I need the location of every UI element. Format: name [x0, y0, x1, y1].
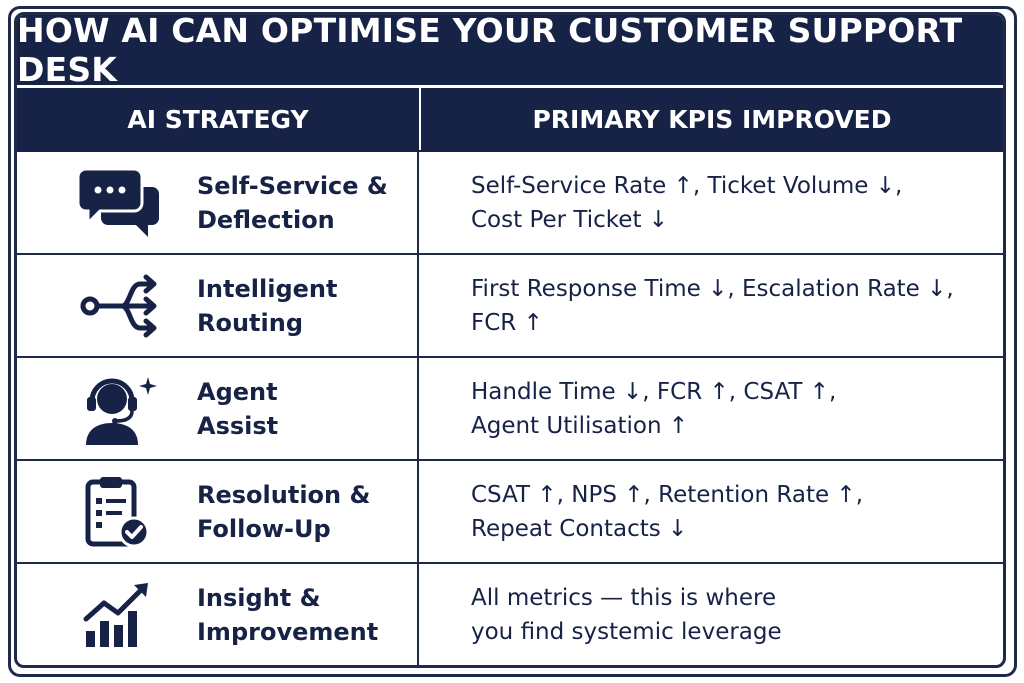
strategy-cell: Intelligent Routing: [17, 255, 419, 356]
header-ai-strategy: AI STRATEGY: [17, 88, 421, 150]
strategy-label: Self-Service & Deflection: [197, 171, 388, 234]
kpi-cell: Self-Service Rate ↑, Ticket Volume ↓, Co…: [471, 172, 903, 233]
chat-bubbles-icon: [75, 163, 165, 243]
strategy-label: Intelligent Routing: [197, 274, 338, 337]
kpi-cell: All metrics — this is where you find sys…: [471, 584, 782, 645]
routing-arrows-icon: [75, 266, 165, 346]
strategy-cell: Resolution & Follow-Up: [17, 461, 419, 562]
strategy-label: Insight & Improvement: [197, 583, 379, 646]
strategy-label: Resolution & Follow-Up: [197, 480, 371, 543]
kpi-cell: Handle Time ↓, FCR ↑, CSAT ↑, Agent Util…: [471, 378, 837, 439]
kpi-cell: CSAT ↑, NPS ↑, Retention Rate ↑, Repeat …: [471, 481, 864, 542]
growth-chart-icon: [75, 575, 165, 655]
table-row: Intelligent Routing First Response Time …: [17, 255, 1003, 358]
strategy-label: Agent Assist: [197, 377, 279, 440]
table-row: Insight & Improvement All metrics — this…: [17, 564, 1003, 665]
kpi-table-card: HOW AI CAN OPTIMISE YOUR CUSTOMER SUPPOR…: [14, 12, 1006, 668]
strategy-cell: Insight & Improvement: [17, 564, 419, 665]
header-primary-kpis: PRIMARY KPIS IMPROVED: [532, 104, 892, 134]
kpi-cell: First Response Time ↓, Escalation Rate ↓…: [471, 275, 954, 336]
table-row: Agent Assist Handle Time ↓, FCR ↑, CSAT …: [17, 358, 1003, 461]
page-title: HOW AI CAN OPTIMISE YOUR CUSTOMER SUPPOR…: [17, 15, 1003, 89]
table-row: Resolution & Follow-Up CSAT ↑, NPS ↑, Re…: [17, 461, 1003, 564]
agent-headset-icon: [75, 369, 165, 449]
table-row: Self-Service & Deflection Self-Service R…: [17, 152, 1003, 255]
clipboard-check-icon: [75, 472, 165, 552]
table-header-row: AI STRATEGY PRIMARY KPIS IMPROVED: [17, 88, 1003, 152]
strategy-cell: Agent Assist: [17, 358, 419, 459]
strategy-cell: Self-Service & Deflection: [17, 152, 419, 253]
